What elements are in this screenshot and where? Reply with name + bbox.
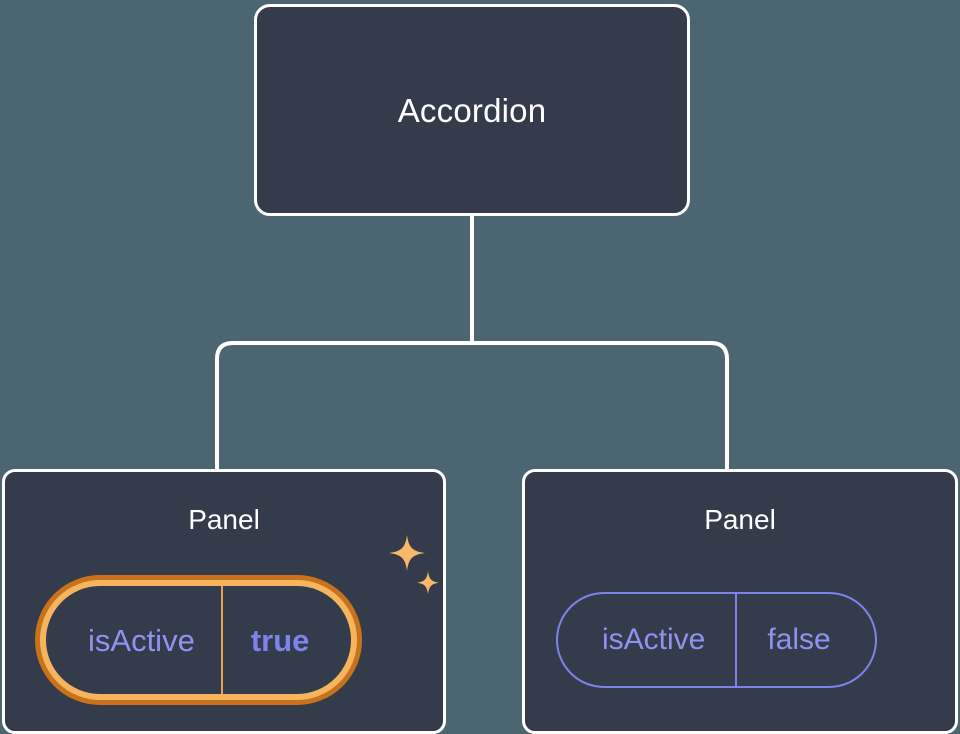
prop-value-label: true bbox=[250, 622, 310, 658]
node-panel-left-title: Panel bbox=[188, 504, 260, 535]
prop-pill-left-wrapper: isActive true bbox=[35, 575, 363, 705]
node-accordion[interactable]: Accordion bbox=[254, 4, 690, 216]
node-accordion-title: Accordion bbox=[397, 91, 547, 129]
prop-pill-isactive-true[interactable]: isActive true bbox=[35, 575, 363, 705]
edge-branch-bus bbox=[215, 341, 729, 470]
node-panel-right-title: Panel bbox=[704, 504, 776, 535]
prop-pill-right-wrapper: isActive false bbox=[556, 592, 877, 688]
prop-pill-divider bbox=[735, 594, 738, 686]
prop-value-label: false bbox=[767, 623, 831, 656]
prop-pill-isactive-false[interactable]: isActive false bbox=[556, 592, 877, 688]
prop-pill-divider bbox=[220, 586, 223, 694]
prop-key-label: isActive bbox=[88, 622, 195, 658]
prop-pill-inner: isActive true bbox=[46, 586, 352, 694]
prop-key-label: isActive bbox=[602, 623, 706, 656]
